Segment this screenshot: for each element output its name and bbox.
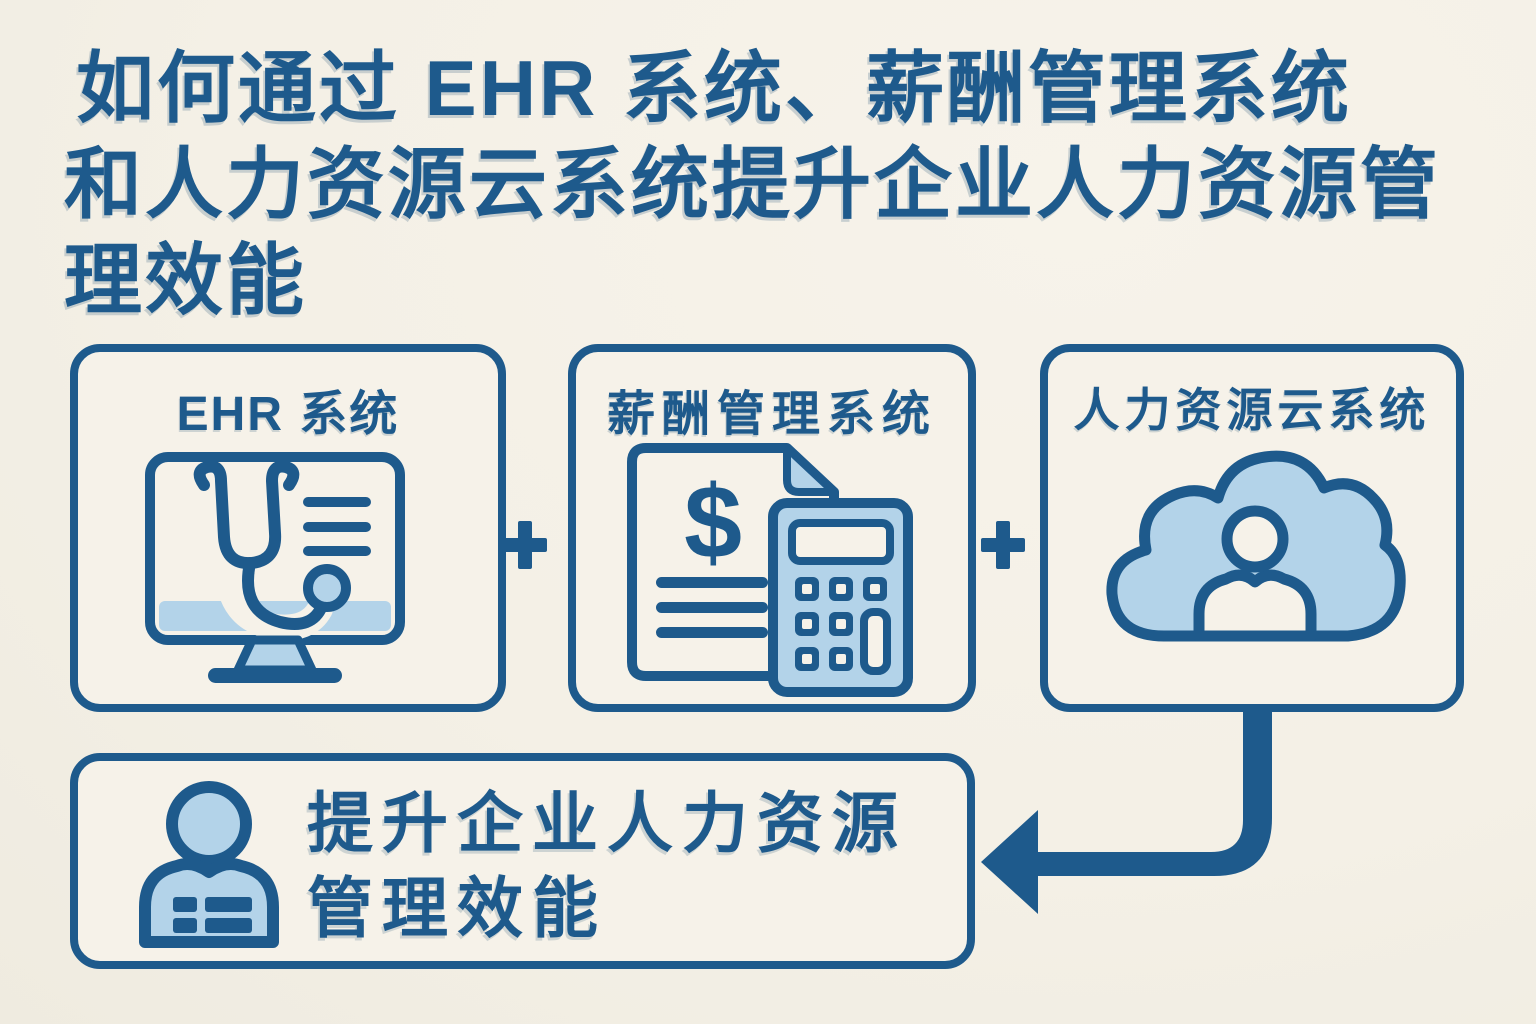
title-line-1: 如何通过 EHR 系统、薪酬管理系统 (76, 44, 1353, 132)
hr-cloud-box-label: 人力资源云系统 (1073, 384, 1431, 436)
result-text: 提升企业人力资源 管理效能 (307, 781, 907, 951)
record-lines (303, 497, 371, 556)
system-box-hr-cloud: 人力资源云系统 (1040, 344, 1464, 712)
monitor-stethoscope-icon (145, 452, 405, 683)
result-line-2: 管理效能 (307, 871, 607, 945)
stethoscope-chestpiece (303, 564, 351, 612)
plus-icon (981, 521, 1025, 569)
page-title: 如何通过 EHR 系统、薪酬管理系统 和人力资源云系统提升企业人力资源管 理效能 (64, 40, 1514, 328)
payslip-lines (656, 577, 768, 638)
result-line-1: 提升企业人力资源 (307, 786, 907, 860)
employee-badge-icon (139, 781, 279, 948)
calculator-screen (788, 519, 894, 565)
monitor-base (208, 668, 342, 683)
payroll-document-calculator-icon: $ (627, 443, 913, 697)
system-box-payroll: 薪酬管理系统 $ (568, 344, 976, 712)
dollar-symbol: $ (684, 465, 742, 581)
result-box: 提升企业人力资源 管理效能 (70, 753, 975, 969)
title-line-3: 理效能 (64, 236, 308, 324)
plus-icon (503, 521, 547, 569)
stethoscope-hose (242, 557, 328, 630)
employee-head (166, 781, 252, 867)
badge-lines (173, 897, 252, 933)
title-line-2: 和人力资源云系统提升企业人力资源管 (64, 140, 1442, 228)
calculator-keys (795, 577, 891, 675)
system-box-ehr: EHR 系统 (70, 344, 506, 712)
ehr-box-label: EHR 系统 (176, 388, 400, 441)
user-shoulders (1193, 569, 1317, 642)
payroll-box-label: 薪酬管理系统 (606, 388, 937, 441)
cloud-user-icon (1106, 450, 1406, 642)
document-fold (783, 444, 838, 496)
monitor-stand (233, 635, 317, 675)
calculator-enter-key (860, 608, 891, 675)
user-head (1221, 505, 1289, 573)
